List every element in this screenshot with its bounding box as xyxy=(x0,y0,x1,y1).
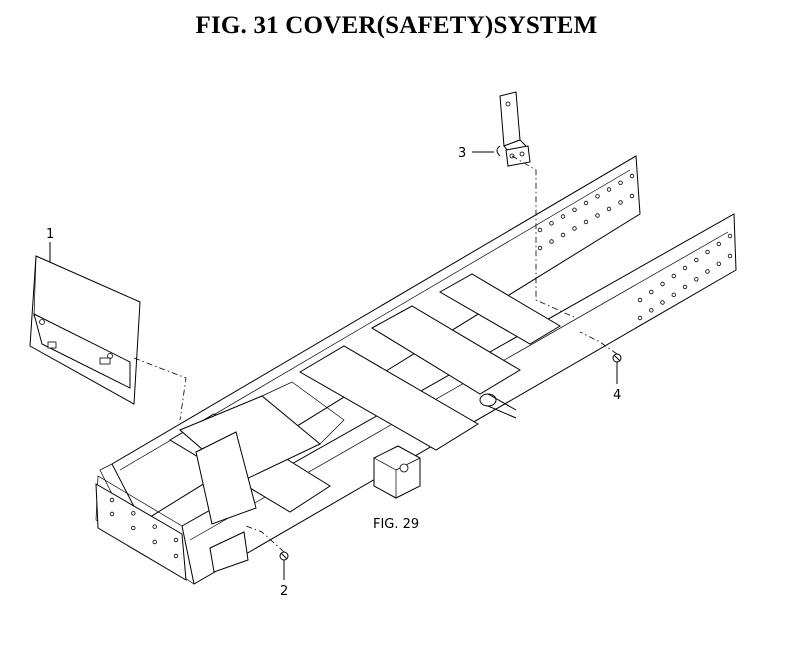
frame-hole xyxy=(109,497,115,503)
frame-hole xyxy=(716,261,721,266)
frame-hole xyxy=(606,206,612,212)
frame-hole xyxy=(660,281,665,287)
part-3-bracket xyxy=(496,91,531,167)
frame-hole xyxy=(595,213,600,218)
frame-hole xyxy=(671,273,676,279)
frame-hole xyxy=(637,315,643,321)
frame-hole xyxy=(618,200,623,205)
callout-part-3: 3 xyxy=(458,146,466,161)
callout-part-1: 1 xyxy=(46,227,54,242)
frame-hole xyxy=(560,214,566,219)
part-4-bolt xyxy=(612,353,622,363)
frame-hole xyxy=(727,233,733,239)
pipe-fitting xyxy=(479,393,517,419)
leader-lines xyxy=(49,151,618,580)
front-end-structure xyxy=(179,381,345,573)
frame-hole xyxy=(694,257,699,263)
frame-hole xyxy=(131,511,136,516)
fig29-bracket xyxy=(373,445,421,499)
frame-hole xyxy=(705,269,710,274)
assembly-lines xyxy=(133,155,618,553)
frame-hole xyxy=(716,241,721,247)
part-1-cover-panel xyxy=(29,255,141,405)
callout-ref-fig-29: FIG. 29 xyxy=(373,517,419,532)
frame-hole xyxy=(727,253,733,259)
frame-hole xyxy=(560,232,566,238)
frame-hole xyxy=(537,227,543,233)
figure-title: FIG. 31 COVER(SAFETY)SYSTEM xyxy=(195,12,598,39)
frame-hole xyxy=(637,297,643,303)
part-2-bolt xyxy=(279,551,289,561)
frame-hole xyxy=(595,194,600,199)
frame-hole xyxy=(606,187,612,192)
frame-hole xyxy=(131,525,136,531)
frame-hole xyxy=(109,511,115,517)
frame-holes xyxy=(109,173,733,559)
frame-hole xyxy=(618,180,623,185)
frame-hole xyxy=(705,249,710,255)
frame-hole xyxy=(152,524,157,529)
frame-hole xyxy=(583,219,589,225)
frame-hole xyxy=(549,221,554,226)
frame-hole xyxy=(671,292,676,297)
frame-hole xyxy=(572,226,577,231)
frame-hole xyxy=(549,239,554,244)
frame-hole xyxy=(173,553,179,559)
frame-hole xyxy=(629,193,635,199)
frame-hole xyxy=(629,173,635,179)
callout-part-2: 2 xyxy=(280,584,288,599)
frame-hole xyxy=(682,284,688,290)
frame-hole xyxy=(173,537,179,543)
frame-hole xyxy=(572,207,577,212)
frame-hole xyxy=(649,308,654,313)
frame-hole xyxy=(660,300,665,305)
frame-hole xyxy=(682,265,688,271)
frame-hole xyxy=(649,289,654,295)
callout-part-4: 4 xyxy=(613,388,621,403)
frame-hole xyxy=(694,277,699,282)
frame-hole xyxy=(152,539,157,545)
frame-hole xyxy=(537,245,543,251)
frame-hole xyxy=(583,200,589,206)
